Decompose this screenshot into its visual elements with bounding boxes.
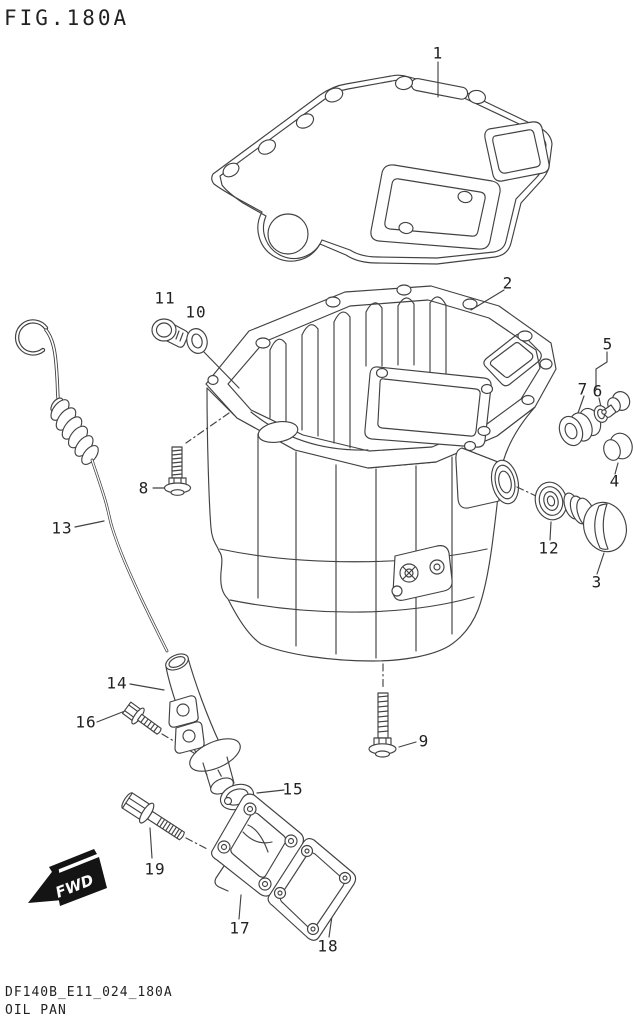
part-label-10: 10 bbox=[185, 302, 207, 322]
part-label-5: 5 bbox=[602, 334, 614, 354]
part-label-12: 12 bbox=[538, 538, 560, 558]
part-label-14: 14 bbox=[106, 673, 128, 693]
figure-title: FIG.180A bbox=[4, 6, 130, 30]
gasket-18-drawing bbox=[267, 837, 357, 941]
bolt-19-drawing bbox=[121, 792, 185, 841]
centerlines bbox=[161, 412, 537, 851]
level-plug-gasket-drawing bbox=[186, 328, 208, 354]
part-label-3: 3 bbox=[591, 572, 603, 592]
gasket-part-drawing bbox=[211, 74, 553, 265]
part-label-4: 4 bbox=[609, 471, 621, 491]
part-label-17: 17 bbox=[229, 918, 251, 938]
drawing-name: OIL PAN bbox=[5, 1003, 67, 1018]
part-label-1: 1 bbox=[432, 43, 444, 63]
part-label-7: 7 bbox=[577, 379, 589, 399]
part-label-8: 8 bbox=[138, 478, 150, 498]
dipstick-drawing bbox=[14, 319, 169, 653]
part-label-16: 16 bbox=[75, 712, 97, 732]
bracket-17-drawing bbox=[210, 793, 305, 897]
fwd-arrow: FWD bbox=[28, 849, 107, 906]
part-label-13: 13 bbox=[51, 518, 73, 538]
bolt-9-drawing bbox=[368, 692, 397, 758]
level-plug-drawing bbox=[151, 318, 189, 348]
part-label-6: 6 bbox=[592, 381, 604, 401]
drawing-code: DF140B_E11_024_180A bbox=[5, 985, 173, 1000]
part-label-9: 9 bbox=[418, 731, 430, 751]
filler-tube-drawing bbox=[165, 653, 241, 795]
part-label-11: 11 bbox=[154, 288, 176, 308]
plug-5-drawing bbox=[601, 391, 631, 418]
part-label-19: 19 bbox=[144, 859, 166, 879]
oil-pan-body-drawing bbox=[205, 284, 557, 662]
bolt-8-drawing bbox=[163, 446, 192, 496]
part-label-15: 15 bbox=[282, 779, 304, 799]
cap-4-drawing bbox=[603, 432, 633, 461]
part-label-18: 18 bbox=[317, 936, 339, 956]
drain-plug-3-drawing bbox=[563, 492, 627, 553]
part-label-2: 2 bbox=[502, 273, 514, 293]
bolt-16-drawing bbox=[121, 701, 162, 735]
leader-lines bbox=[74, 61, 619, 938]
washer-12-drawing bbox=[534, 481, 568, 521]
